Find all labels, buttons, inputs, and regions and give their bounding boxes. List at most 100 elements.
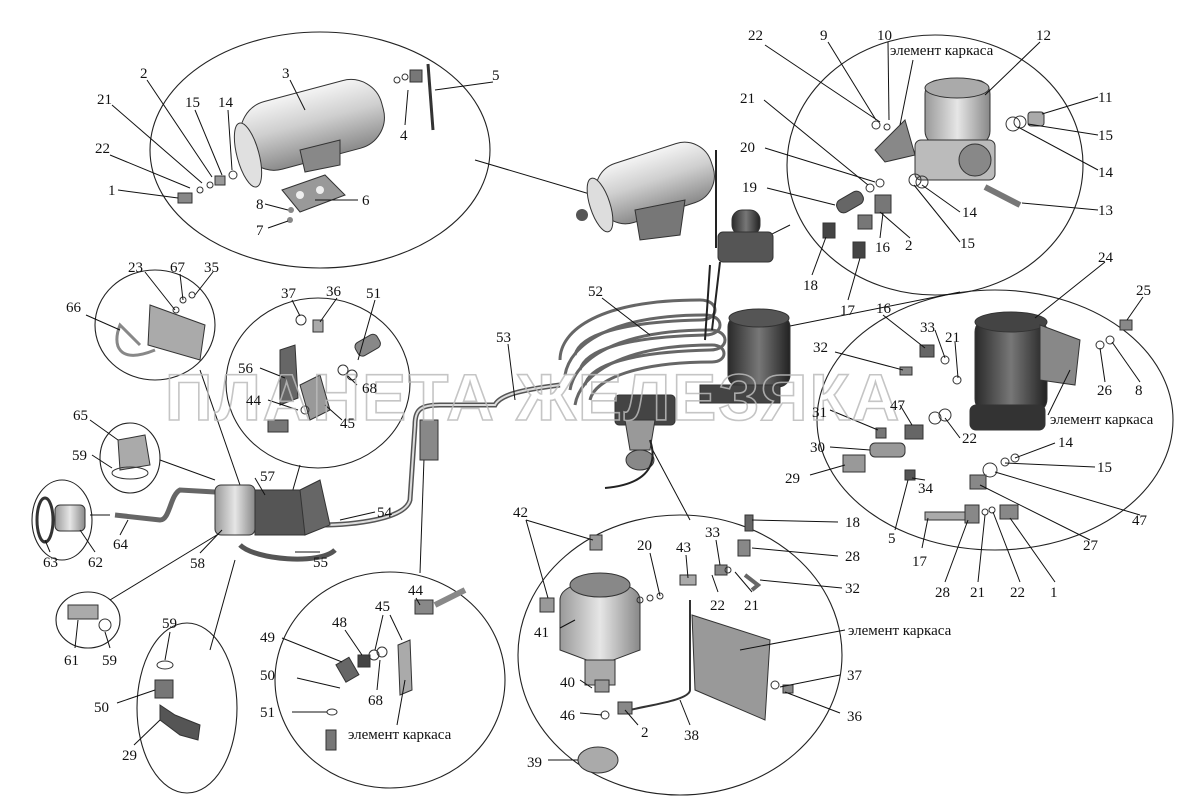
detail-tank-parts (177, 63, 435, 223)
callout-27: 27 (1083, 538, 1099, 554)
callout-6: 6 (362, 193, 370, 209)
callout-38: 38 (684, 728, 699, 744)
detail-dryer-parts (842, 311, 1133, 524)
callout-64: 64 (113, 537, 129, 553)
callout-41: 41 (534, 625, 549, 641)
callout-2-upper: 2 (905, 238, 913, 254)
callout-47-dryer: 47 (1132, 513, 1148, 529)
callout-2-c: 2 (641, 725, 649, 741)
pipe-64 (114, 487, 216, 523)
frame-label-compressor: элемент каркаса (848, 623, 952, 639)
detail-circle-bracket (225, 297, 411, 469)
callout-7: 7 (256, 223, 264, 239)
callout-20-b: 20 (637, 538, 652, 554)
callout-66: 66 (66, 300, 82, 316)
callout-14-dryer: 14 (1058, 435, 1074, 451)
detail-circle-elbow-50 (274, 571, 506, 789)
callout-32: 32 (813, 340, 828, 356)
callout-16-dryer: 16 (876, 301, 892, 317)
callout-23: 23 (128, 260, 143, 276)
callout-32-b: 32 (845, 581, 860, 597)
callout-20: 20 (740, 140, 755, 156)
callout-37-b: 37 (847, 668, 863, 684)
callout-15-upper: 15 (1098, 128, 1113, 144)
callout-31: 31 (812, 405, 827, 421)
main-air-dryer (699, 308, 791, 404)
callout-39: 39 (527, 755, 542, 771)
callout-35: 35 (204, 260, 219, 276)
callout-56: 56 (238, 361, 254, 377)
pipe-coil (558, 261, 727, 406)
frame-label-dryer: элемент каркаса (1050, 412, 1154, 428)
callout-2: 2 (140, 66, 148, 82)
detail-circle-fitting-61 (55, 591, 121, 649)
callout-53: 53 (496, 330, 511, 346)
callout-40: 40 (560, 675, 575, 691)
callout-50: 50 (94, 700, 109, 716)
detail-circle-elbow-29 (136, 622, 238, 794)
callout-29: 29 (785, 471, 800, 487)
detail-circle-tank (149, 31, 491, 269)
main-valve-upper (717, 209, 774, 263)
misc-parts (35, 434, 467, 751)
frame-label-elbow: элемент каркаса (348, 727, 452, 743)
callout-21-dryer-b: 21 (970, 585, 985, 601)
callout-22: 22 (95, 141, 110, 157)
callout-11: 11 (1098, 90, 1112, 106)
callout-61: 61 (64, 653, 79, 669)
callout-29-b: 29 (122, 748, 137, 764)
callout-58: 58 (190, 556, 205, 572)
frame-element-labels: элемент каркаса элемент каркаса элемент … (348, 43, 1154, 743)
detail-plate-parts (115, 291, 206, 361)
callout-17-dryer: 17 (912, 554, 928, 570)
callout-36-b: 36 (847, 709, 863, 725)
callout-22-dryer-b: 22 (1010, 585, 1025, 601)
callout-10: 10 (877, 28, 892, 44)
callout-21-e: 21 (744, 598, 759, 614)
detail-circle-valve-upper (786, 34, 1084, 296)
callout-42: 42 (513, 505, 528, 521)
callout-37: 37 (281, 286, 297, 302)
callout-50-b: 50 (260, 668, 275, 684)
callout-13: 13 (1098, 203, 1113, 219)
callout-numbers: 1 2 3 4 5 6 7 8 14 15 21 22 9 10 11 12 1… (43, 28, 1151, 771)
callout-62: 62 (88, 555, 103, 571)
detail-bracket-parts (267, 314, 381, 433)
callout-15-mid: 15 (960, 236, 975, 252)
detail-valve-parts (822, 77, 1045, 259)
callout-15-dryer: 15 (1097, 460, 1112, 476)
callout-55: 55 (313, 555, 328, 571)
callout-54: 54 (377, 505, 393, 521)
callout-63: 63 (43, 555, 58, 571)
callout-36: 36 (326, 284, 342, 300)
callout-52: 52 (588, 284, 603, 300)
callout-51-b: 51 (260, 705, 275, 721)
water-separator (214, 479, 331, 536)
callout-59: 59 (72, 448, 87, 464)
callout-21: 21 (97, 92, 112, 108)
detail-circle-compressor-valve (517, 514, 843, 796)
main-air-tank (576, 141, 717, 248)
detail-circle-cap-65 (99, 422, 161, 494)
callout-12: 12 (1036, 28, 1051, 44)
callout-45-b: 45 (375, 599, 390, 615)
callout-59-c: 59 (162, 616, 177, 632)
callout-45: 45 (340, 416, 355, 432)
main-valve-block (604, 394, 676, 489)
callout-28: 28 (935, 585, 950, 601)
callout-3: 3 (282, 66, 290, 82)
callout-22-e: 22 (710, 598, 725, 614)
callout-18-b: 18 (845, 515, 860, 531)
callout-24: 24 (1098, 250, 1114, 266)
callout-22-dryer: 22 (962, 431, 977, 447)
callout-26: 26 (1097, 383, 1113, 399)
callout-68-b: 68 (368, 693, 383, 709)
callout-44: 44 (246, 393, 262, 409)
callout-43: 43 (676, 540, 691, 556)
callout-49: 49 (260, 630, 275, 646)
callout-65: 65 (73, 408, 88, 424)
callout-68: 68 (362, 381, 377, 397)
callout-5: 5 (492, 68, 500, 84)
